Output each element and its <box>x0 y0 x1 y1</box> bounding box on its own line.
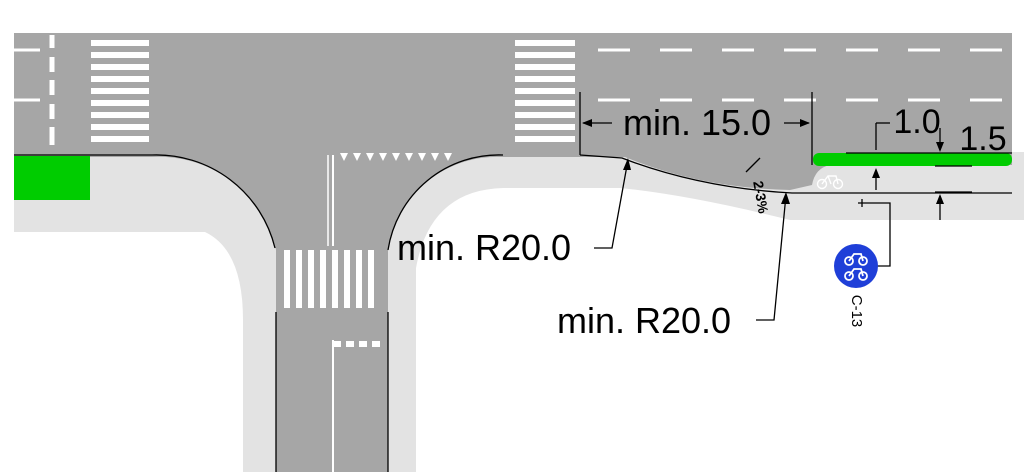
lane-width-dim-label: 1.5 <box>959 120 1006 158</box>
slope-arrow <box>745 157 761 173</box>
give-way-triangles <box>340 153 452 161</box>
bike-lane-dimensions <box>846 122 1012 220</box>
sign-code-label: C-13 <box>848 295 865 328</box>
setback-dimension <box>579 92 813 165</box>
bicycle-symbol-icon <box>816 175 844 190</box>
bicycle-path-sign-icon <box>834 244 878 288</box>
road-edge-taper <box>579 154 1012 194</box>
lane-offset-dim-label: 1.0 <box>893 103 940 141</box>
bike-box-green <box>14 156 90 200</box>
road-edge-right-curve <box>387 154 504 251</box>
setback-dim-label: min. 15.0 <box>623 102 771 143</box>
sign-leader <box>876 202 891 267</box>
road-edge-left-curve <box>151 154 276 249</box>
zebra-crossing-left <box>91 40 149 142</box>
slope-label: 2-3% <box>750 180 772 216</box>
zebra-crossing-right <box>515 40 575 142</box>
zebra-crossing-side <box>284 250 374 308</box>
lane-dashes <box>14 35 1002 472</box>
bike-lane-green <box>813 153 1012 166</box>
radius-left-label: min. R20.0 <box>397 227 571 268</box>
road-surface <box>14 33 1012 472</box>
sidewalk <box>14 152 1024 472</box>
radius-lower-label: min. R20.0 <box>557 300 731 341</box>
radius-lower-leader <box>756 194 787 321</box>
radius-left-leader <box>594 159 629 249</box>
